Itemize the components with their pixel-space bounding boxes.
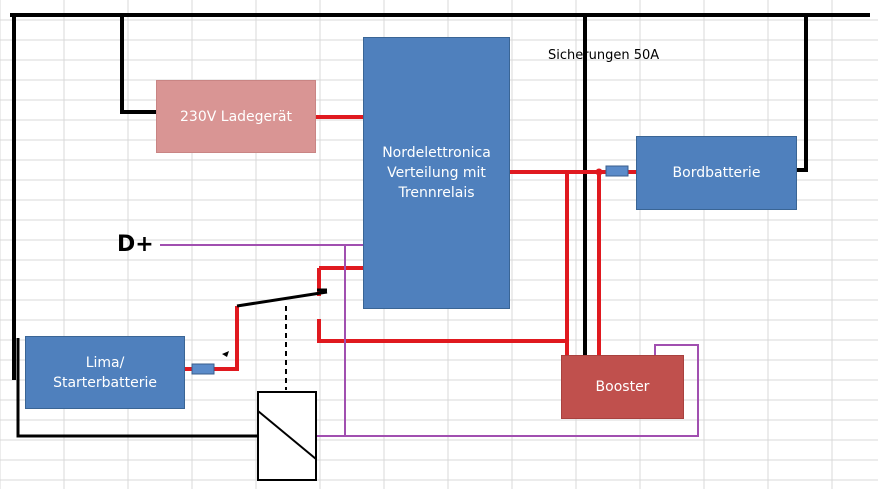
fuse-starter-battery: [191, 363, 215, 375]
fuse-house-battery: [605, 165, 629, 177]
junction-dot: [595, 168, 603, 176]
charger-box: 230V Ladegerät: [156, 80, 316, 153]
alternator-battery-label: Lima/ Starterbatterie: [53, 354, 157, 391]
fuses-label: Sicherungen 50A: [548, 48, 660, 63]
arrow-marker-icon: [222, 351, 229, 357]
distribution-box: Nordelettronica Verteilung mit Trennrela…: [363, 37, 510, 309]
ground-wires: [10, 13, 870, 380]
distribution-label: Nordelettronica Verteilung mit Trennrela…: [382, 145, 491, 201]
house-battery-label: Bordbatterie: [672, 165, 761, 181]
alternator-battery-box: Lima/ Starterbatterie: [25, 336, 185, 409]
charger-label: 230V Ladegerät: [180, 108, 292, 125]
d-plus-label: D+: [117, 232, 154, 257]
relay-coil: [257, 391, 317, 481]
ground-return-wire: [16, 338, 258, 438]
booster-label: Booster: [595, 379, 650, 395]
house-battery-box: Bordbatterie: [636, 136, 797, 210]
booster-box: Booster: [561, 355, 684, 419]
relay-switch: [236, 288, 328, 308]
d-plus-signal-wires: [160, 244, 699, 437]
